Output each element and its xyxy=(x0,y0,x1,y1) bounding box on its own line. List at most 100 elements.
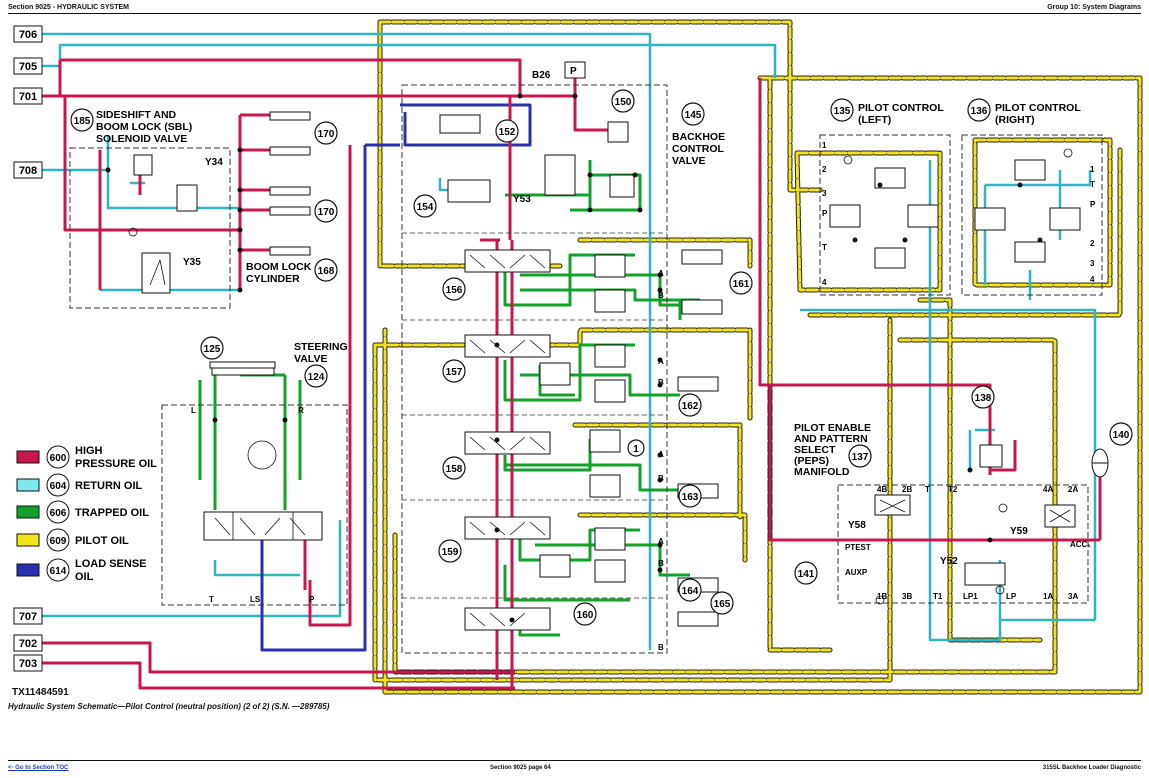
tag-pr-1: 1 xyxy=(1090,165,1095,174)
port-701: 701 xyxy=(19,91,37,103)
callout-154: 154 xyxy=(417,202,434,213)
callout-125: 125 xyxy=(204,344,221,355)
return-lines xyxy=(42,32,1097,650)
header-section: Section 9025 - HYDRAULIC SYSTEM xyxy=(8,4,129,11)
tag-pr-t: T xyxy=(1090,180,1095,189)
tag-steer-l: L xyxy=(191,406,196,415)
tag-steer-r: R xyxy=(298,406,304,415)
callout-163: 163 xyxy=(682,492,699,503)
tag-a-156: A xyxy=(658,269,664,278)
load-sense-lines xyxy=(260,103,532,652)
port-boxes: 706 705 701 708 707 702 703 xyxy=(13,25,43,672)
callout-156: 156 xyxy=(446,285,463,296)
tag-pr-4: 4 xyxy=(1090,275,1095,284)
legend-item-trapped: 606 TRAPPED OIL xyxy=(16,500,149,524)
tag-peps-acc: ACC₁ xyxy=(1070,540,1091,549)
legend-item-return: 604 RETURN OIL xyxy=(16,473,143,497)
callout-157: 157 xyxy=(446,367,463,378)
legend-swatch-614 xyxy=(16,563,40,577)
figure-id: TX11484591 xyxy=(12,687,69,698)
tag-pr-2: 2 xyxy=(1090,239,1095,248)
tag-peps-4b: 4B xyxy=(877,485,887,494)
callout-1: 1 xyxy=(633,444,639,455)
tag-b-158: B xyxy=(658,474,664,483)
port-707: 707 xyxy=(19,611,37,623)
callout-137: 137 xyxy=(852,452,869,463)
callout-170a: 170 xyxy=(318,129,335,140)
callout-124: 124 xyxy=(308,372,325,383)
port-tags: A B A B A B A B B 1 2 3 P T 4 T 1 P 2 3 … xyxy=(191,141,1096,652)
callout-165: 165 xyxy=(714,599,731,610)
tag-peps-auxp: AUXP xyxy=(845,568,868,577)
tag-peps-2a: 2A xyxy=(1068,485,1078,494)
callout-150: 150 xyxy=(615,97,632,108)
tag-peps-t1: T1 xyxy=(933,592,943,601)
junction-dots xyxy=(105,93,1043,623)
callout-164: 164 xyxy=(682,586,699,597)
pilot-lines xyxy=(372,19,1143,695)
callout-145: 145 xyxy=(685,110,702,121)
svg-text:P: P xyxy=(570,66,577,77)
header-group: Group 10: System Diagrams xyxy=(1047,4,1141,11)
label-y58: Y58 xyxy=(848,520,866,531)
legend-num-614: 614 xyxy=(50,566,67,577)
tag-pl-2: 2 xyxy=(822,165,827,174)
port-705: 705 xyxy=(19,61,37,73)
tag-peps-t2: T2 xyxy=(948,485,958,494)
legend-label-604: RETURN OIL xyxy=(75,480,143,492)
valve-arrows xyxy=(128,148,1073,627)
tag-a-159: A xyxy=(658,537,664,546)
tag-b-157: B xyxy=(658,378,664,387)
callout-numbers: 185 170 170 168 145 150 152 154 156 161 … xyxy=(74,97,1130,621)
page-number: Section 9025 page 64 xyxy=(490,765,551,771)
tag-pl-t: T xyxy=(822,243,827,252)
port-702: 702 xyxy=(19,638,37,650)
figure-caption: Hydraulic System Schematic—Pilot Control… xyxy=(8,702,330,711)
callout-158: 158 xyxy=(446,464,463,475)
valve-spools xyxy=(133,63,1081,631)
legend-num-600: 600 xyxy=(50,453,67,464)
legend-num-604: 604 xyxy=(50,481,67,492)
callout-162: 162 xyxy=(682,401,699,412)
tag-a-157: A xyxy=(658,357,664,366)
tag-pr-3: 3 xyxy=(1090,259,1095,268)
legend-label-606: TRAPPED OIL xyxy=(75,507,149,519)
tag-peps-t: T xyxy=(925,485,930,494)
tag-pl-4: 4 xyxy=(822,278,827,287)
legend-swatch-604 xyxy=(16,478,40,492)
port-706: 706 xyxy=(19,29,37,41)
go-to-section-toc-link[interactable]: <- Go to Section TOC xyxy=(8,765,69,771)
header-rule xyxy=(8,13,1141,14)
solenoid-labels: Y34 Y35 Y53 Y58 Y59 Y52 B26 xyxy=(183,70,1028,567)
callout-185: 185 xyxy=(74,116,91,127)
label-b26: B26 xyxy=(532,70,551,81)
tag-pr-p: P xyxy=(1090,200,1096,209)
tag-peps-lp: LP xyxy=(1006,592,1017,601)
tag-steer-ls: LS xyxy=(250,595,261,604)
tag-peps-1b: 1B xyxy=(877,592,887,601)
component-boundaries xyxy=(69,84,1103,654)
callout-159: 159 xyxy=(442,547,459,558)
tag-peps-lp1: LP1 xyxy=(963,592,978,601)
tag-peps-3a: 3A xyxy=(1068,592,1078,601)
tag-peps-4a: 4A xyxy=(1043,485,1053,494)
callout-152: 152 xyxy=(499,127,516,138)
port-708: 708 xyxy=(19,165,37,177)
callout-160: 160 xyxy=(577,610,594,621)
legend-swatch-609 xyxy=(16,533,40,547)
manual-title: 315SL Backhoe Loader Diagnostic xyxy=(1042,765,1141,771)
label-y35: Y35 xyxy=(183,257,201,268)
port-703: 703 xyxy=(19,658,37,670)
callout-140: 140 xyxy=(1113,430,1130,441)
tag-pl-p: P xyxy=(822,209,828,218)
tag-steer-p: P xyxy=(309,595,315,604)
